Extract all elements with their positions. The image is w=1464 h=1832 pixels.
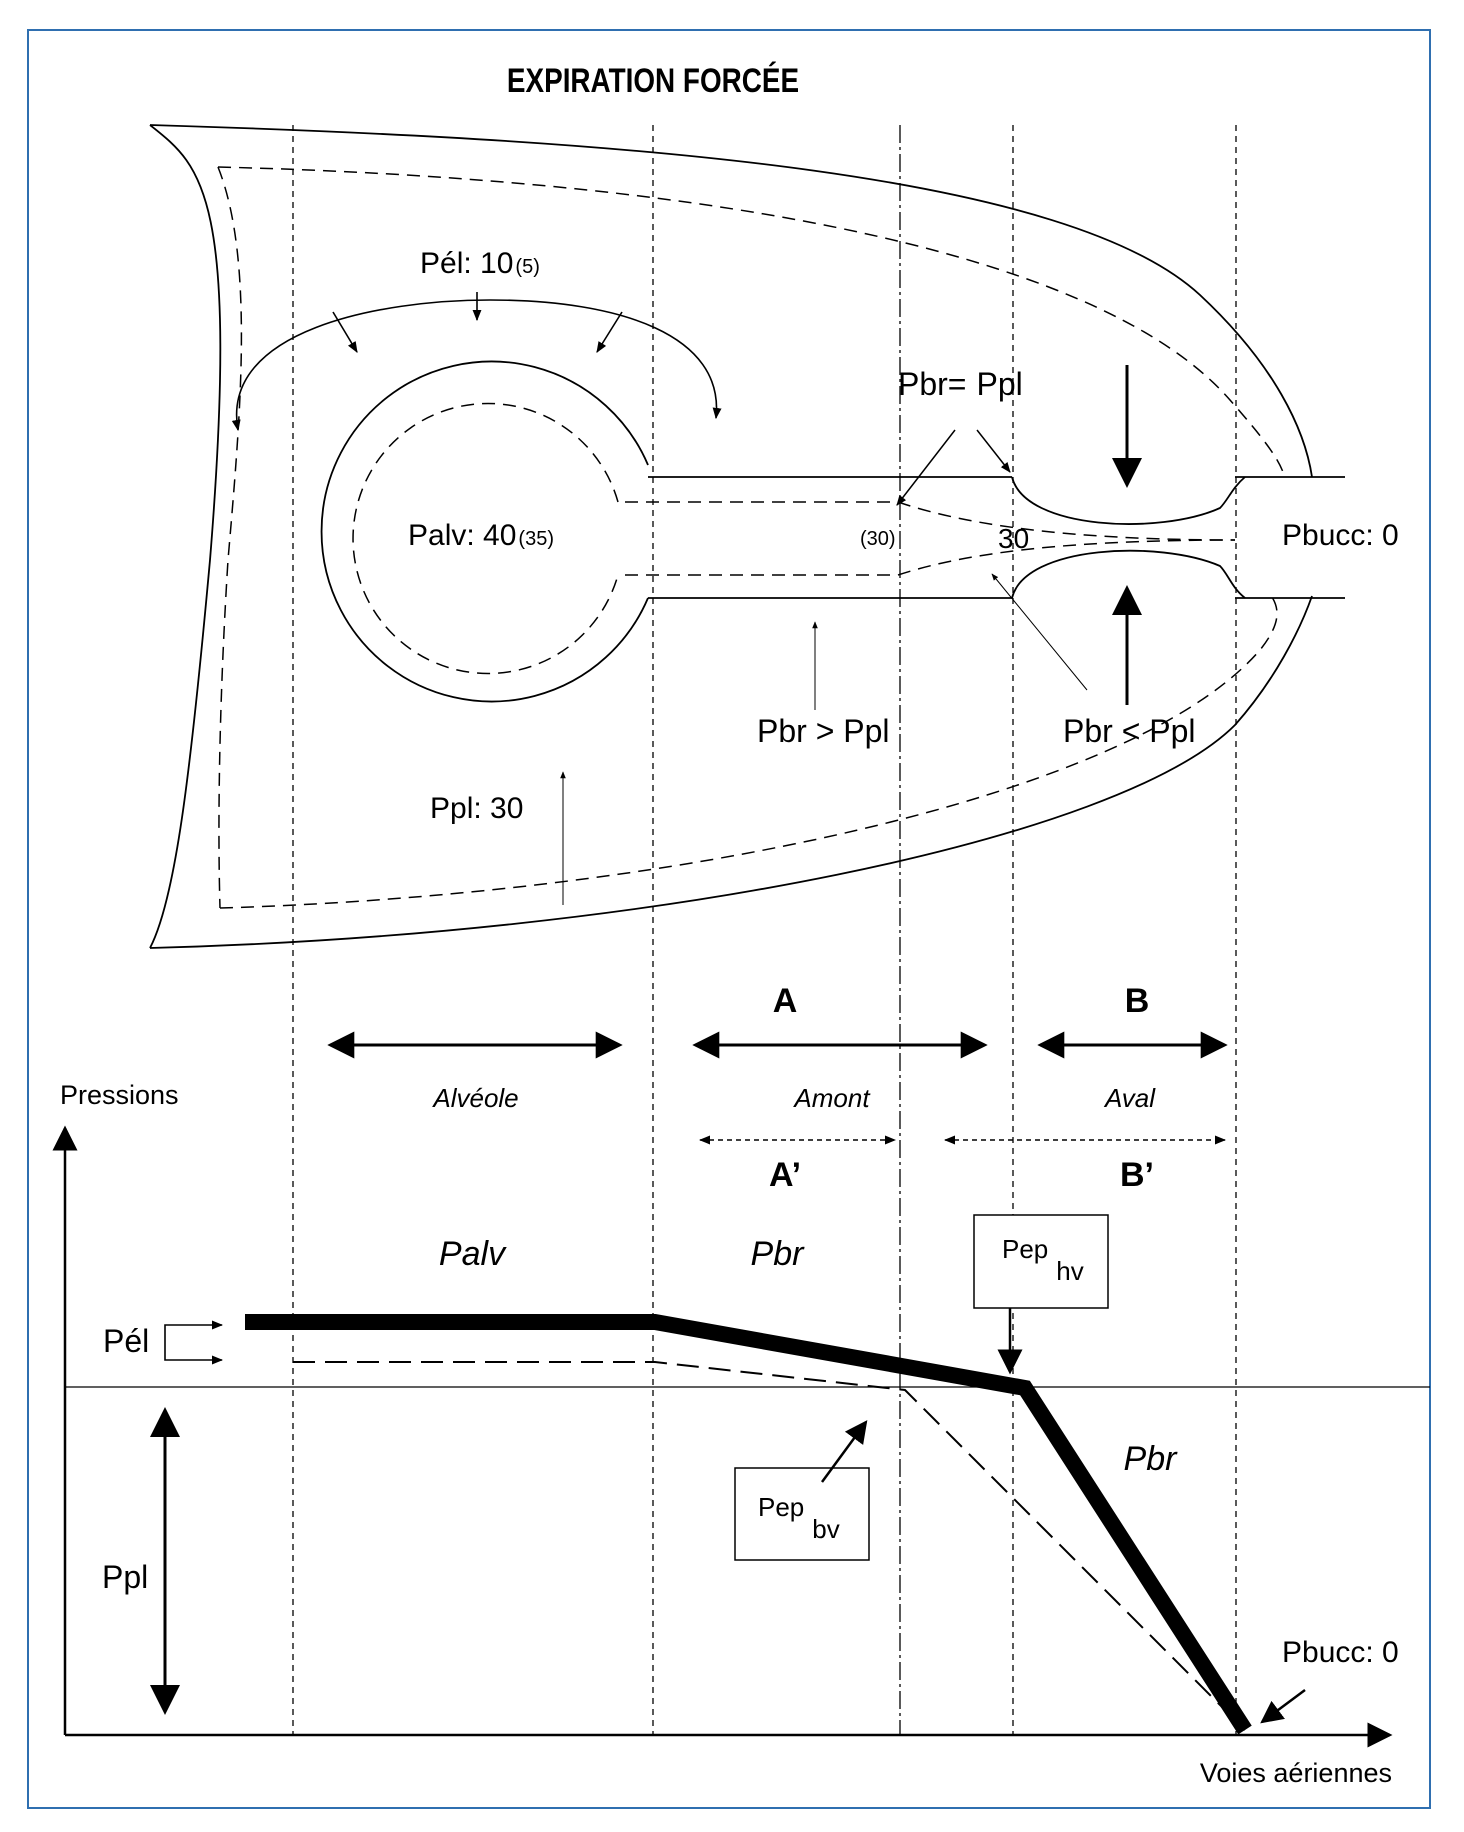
- top-labels: Pél: 10(5) Palv: 40(35) Pbr=Ppl (30) 30 …: [408, 247, 1399, 825]
- title: EXPIRATION FORCÉE: [507, 61, 799, 99]
- pep-bv-arrow: [820, 1420, 868, 1483]
- segment-a-prime-label: A’: [769, 1156, 801, 1194]
- lung-outline: [149, 124, 1313, 949]
- pbucc-top-label: Pbucc: 0: [1282, 519, 1399, 552]
- pbr-equals-ppl-label: Pbr=Ppl: [898, 366, 1023, 402]
- segment-labels: A B Alvéole Amont Aval A’ B’: [431, 982, 1156, 1194]
- pep-hv-box: [973, 1214, 1109, 1309]
- segment-b-prime-label: B’: [1120, 1156, 1154, 1194]
- aval-label: Aval: [1103, 1083, 1156, 1113]
- amont-label: Amont: [792, 1083, 871, 1113]
- pel-graph-label: Pél: [103, 1323, 149, 1359]
- segment-arrows: [327, 1031, 1228, 1145]
- airway-pressure-curve: [245, 1314, 1252, 1735]
- ppl-graph-label: Ppl: [102, 1559, 148, 1595]
- guide-lines: [292, 125, 1237, 1735]
- pep-bv-box: [734, 1467, 870, 1561]
- pbucc-bottom-label: Pbucc: 0: [1282, 1636, 1399, 1669]
- pel-bracket: [164, 1320, 224, 1365]
- airway-inner-dashed: [352, 402, 1236, 675]
- pressure-curves: [245, 1314, 1252, 1735]
- figure-frame: [27, 29, 1431, 1809]
- pbr-lt-ppl-label: Pbr < Ppl: [1063, 713, 1196, 749]
- top-arrows: [560, 365, 1142, 905]
- palv-graph-label: Palv: [439, 1235, 507, 1273]
- segment-a-label: A: [773, 982, 798, 1020]
- pbr-graph-label-upper: Pbr: [751, 1235, 806, 1273]
- airway-pressure-curve-dashed: [293, 1361, 1246, 1731]
- pbr-graph-label-lower: Pbr: [1124, 1440, 1179, 1478]
- alveole-label: Alvéole: [431, 1083, 518, 1113]
- palv-label: Palv: 40(35): [408, 519, 554, 552]
- pep-bv-label: Pepbv: [758, 1492, 840, 1544]
- airway: [320, 360, 1345, 703]
- y-axis-label: Pressions: [60, 1080, 179, 1110]
- pel-top-label: Pél: 10(5): [420, 247, 540, 280]
- pbr-gt-ppl-label: Pbr > Ppl: [757, 713, 890, 749]
- value-30-label: 30: [998, 523, 1029, 554]
- pbucc-arrow: [1260, 1688, 1306, 1724]
- paren-30-label: (30): [860, 528, 896, 550]
- elastic-recoil-arc: [231, 292, 722, 432]
- x-axis-label: Voies aériennes: [1200, 1758, 1392, 1788]
- pep-hv-label: Pephv: [1002, 1234, 1084, 1286]
- segment-b-label: B: [1125, 982, 1150, 1020]
- pressure-graph-axes: [52, 1125, 1430, 1748]
- ppl-30-label: Ppl: 30: [430, 792, 523, 825]
- pleura-dashed: [217, 166, 1286, 909]
